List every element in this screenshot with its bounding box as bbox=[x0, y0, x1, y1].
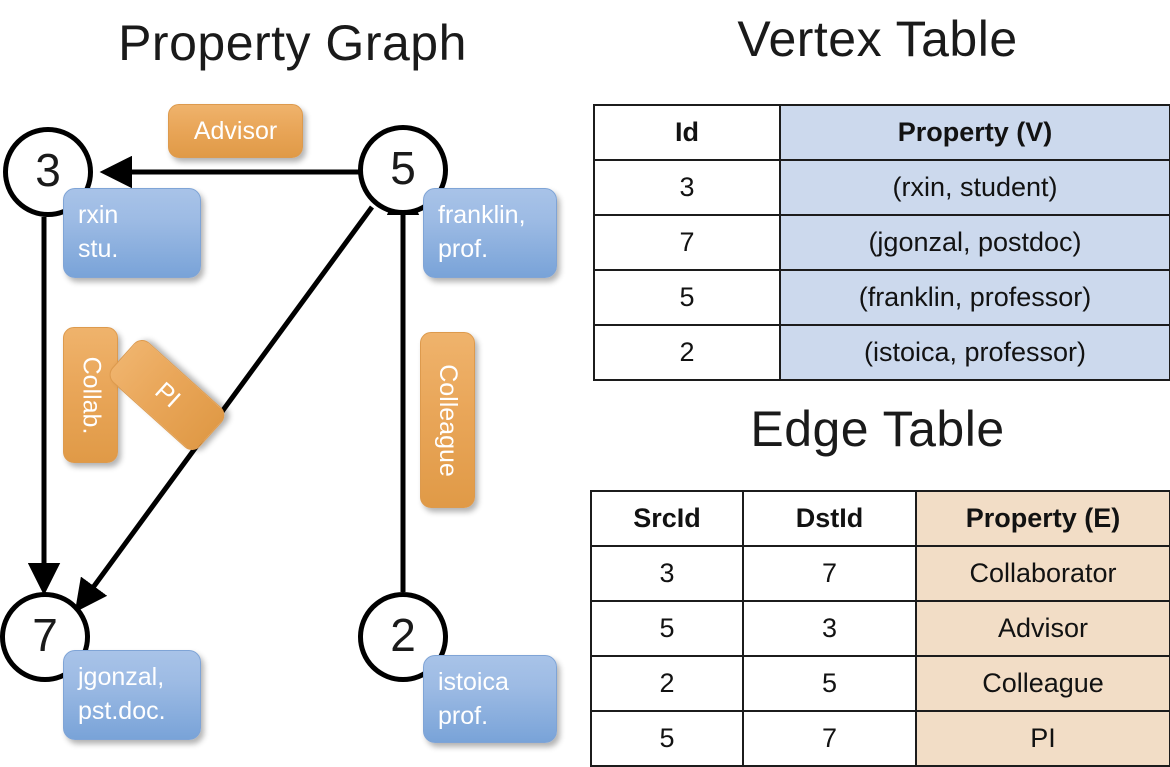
graph-node-3-property-line-1: rxin bbox=[78, 201, 119, 229]
edge-row-1-srcid: 5 bbox=[590, 600, 744, 657]
graph-node-3-property-line-2: stu. bbox=[78, 235, 119, 263]
page-title-edge-table: Edge Table bbox=[750, 401, 1005, 457]
graph-node-5-property-line-1: franklin, bbox=[438, 201, 526, 229]
table-row[interactable]: 7 (jgonzal, postdoc) bbox=[593, 214, 1170, 271]
vertex-table: Id Property (V) 3 (rxin, student) 7 (jgo… bbox=[593, 104, 1170, 381]
edge-row-1-property: Advisor bbox=[915, 600, 1170, 657]
vertex-table-header-property: Property (V) bbox=[779, 104, 1170, 161]
graph-node-7-property-line-1: jgonzal, bbox=[78, 663, 165, 691]
edge-row-2-dstid: 5 bbox=[742, 655, 917, 712]
vertex-row-3-property: (istoica, professor) bbox=[779, 324, 1170, 381]
graph-node-5-label: 5 bbox=[390, 142, 416, 194]
graph-edge-label-collab-text: Collab. bbox=[77, 356, 106, 434]
edge-row-0-dstid: 7 bbox=[742, 545, 917, 602]
graph-edge-label-advisor-text: Advisor bbox=[193, 116, 278, 145]
table-row[interactable]: 3 (rxin, student) bbox=[593, 159, 1170, 216]
graph-node-2-property-line-2: prof. bbox=[438, 702, 489, 730]
edge-table-header-srcid: SrcId bbox=[590, 490, 744, 547]
graph-node-5-property-line-2: prof. bbox=[438, 235, 489, 263]
edge-row-3-dstid: 7 bbox=[742, 710, 917, 767]
graph-edge-label-advisor: Advisor bbox=[168, 104, 303, 158]
vertex-row-0-property: (rxin, student) bbox=[779, 159, 1170, 216]
edge-table-header-row: SrcId DstId Property (E) bbox=[590, 490, 1170, 547]
edge-row-0-srcid: 3 bbox=[590, 545, 744, 602]
graph-node-3[interactable]: 3 bbox=[3, 127, 93, 217]
graph-node-7-label: 7 bbox=[32, 609, 58, 661]
graph-node-3-property-box: rxin stu. bbox=[63, 188, 201, 278]
property-graph-canvas: 3 5 7 2 rxin stu. franklin, prof. jgonza… bbox=[0, 80, 585, 760]
table-row[interactable]: 5 3 Advisor bbox=[590, 600, 1170, 657]
edge-table-header-dstid: DstId bbox=[742, 490, 917, 547]
edge-row-3-srcid: 5 bbox=[590, 710, 744, 767]
vertex-row-1-property: (jgonzal, postdoc) bbox=[779, 214, 1170, 271]
table-row[interactable]: 2 5 Colleague bbox=[590, 655, 1170, 712]
edge-row-0-property: Collaborator bbox=[915, 545, 1170, 602]
graph-node-7-property-line-2: pst.doc. bbox=[78, 697, 166, 725]
vertex-row-2-id: 5 bbox=[593, 269, 781, 326]
edge-row-2-srcid: 2 bbox=[590, 655, 744, 712]
edge-row-3-property: PI bbox=[915, 710, 1170, 767]
vertex-row-1-id: 7 bbox=[593, 214, 781, 271]
graph-node-7-property-box: jgonzal, pst.doc. bbox=[63, 650, 201, 740]
graph-edges-svg bbox=[27, 155, 420, 613]
vertex-row-2-property: (franklin, professor) bbox=[779, 269, 1170, 326]
edge-row-1-dstid: 3 bbox=[742, 600, 917, 657]
graph-edge-label-pi-text: PI bbox=[149, 376, 186, 413]
table-row[interactable]: 2 (istoica, professor) bbox=[593, 324, 1170, 381]
page-title-vertex-table: Vertex Table bbox=[737, 11, 1018, 67]
graph-edge-label-colleague: Colleague bbox=[420, 332, 475, 508]
edge-table: SrcId DstId Property (E) 3 7 Collaborato… bbox=[590, 490, 1170, 767]
table-row[interactable]: 5 7 PI bbox=[590, 710, 1170, 767]
page-title-property-graph: Property Graph bbox=[118, 15, 467, 71]
table-row[interactable]: 5 (franklin, professor) bbox=[593, 269, 1170, 326]
graph-edge-5-to-7 bbox=[74, 205, 375, 613]
vertex-table-header-id: Id bbox=[593, 104, 781, 161]
vertex-row-0-id: 3 bbox=[593, 159, 781, 216]
graph-node-2-label: 2 bbox=[390, 609, 416, 661]
table-row[interactable]: 3 7 Collaborator bbox=[590, 545, 1170, 602]
graph-node-2-property-line-1: istoica bbox=[438, 668, 509, 696]
graph-node-3-label: 3 bbox=[35, 144, 61, 196]
graph-edge-label-colleague-text: Colleague bbox=[434, 363, 462, 477]
graph-node-5-property-box: franklin, prof. bbox=[423, 188, 557, 278]
edge-table-header-property: Property (E) bbox=[915, 490, 1170, 547]
vertex-table-header-row: Id Property (V) bbox=[593, 104, 1170, 161]
graph-node-2-property-box: istoica prof. bbox=[423, 655, 557, 743]
edge-row-2-property: Colleague bbox=[915, 655, 1170, 712]
graph-edge-label-collab: Collab. bbox=[63, 327, 118, 463]
vertex-row-3-id: 2 bbox=[593, 324, 781, 381]
